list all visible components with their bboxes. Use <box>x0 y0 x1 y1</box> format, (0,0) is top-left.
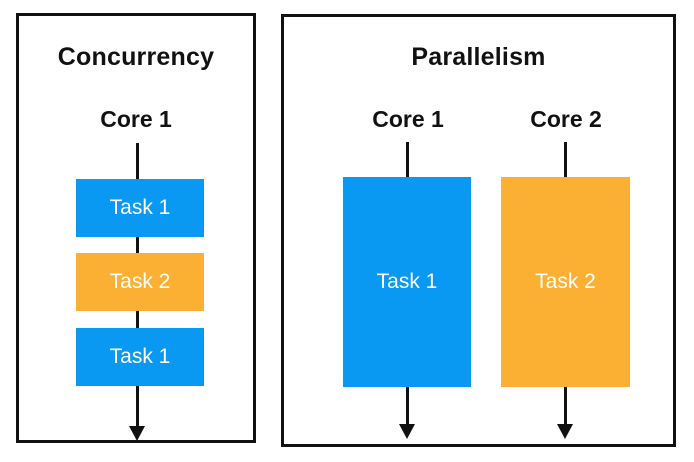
parallelism-title: Parallelism <box>411 43 546 71</box>
task-box: Task 1 <box>76 179 204 237</box>
task-box: Task 2 <box>76 253 204 311</box>
parallelism-core1-label: Core 1 <box>372 106 444 132</box>
task-box: Task 2 <box>501 177 630 387</box>
concurrency-core-label: Core 1 <box>100 106 172 132</box>
concurrency-title: Concurrency <box>57 43 215 71</box>
task-box: Task 1 <box>343 177 471 387</box>
down-arrow-icon <box>557 424 573 439</box>
concurrency-panel: Concurrency Core 1 Task 1 Task 2 Task 1 <box>16 13 256 443</box>
parallelism-core2-label: Core 2 <box>530 106 602 132</box>
down-arrow-icon <box>399 424 415 439</box>
task-box: Task 1 <box>76 328 204 386</box>
parallelism-panel: Parallelism Core 1 Core 2 Task 1 Task 2 <box>281 14 676 447</box>
down-arrow-icon <box>129 426 145 441</box>
